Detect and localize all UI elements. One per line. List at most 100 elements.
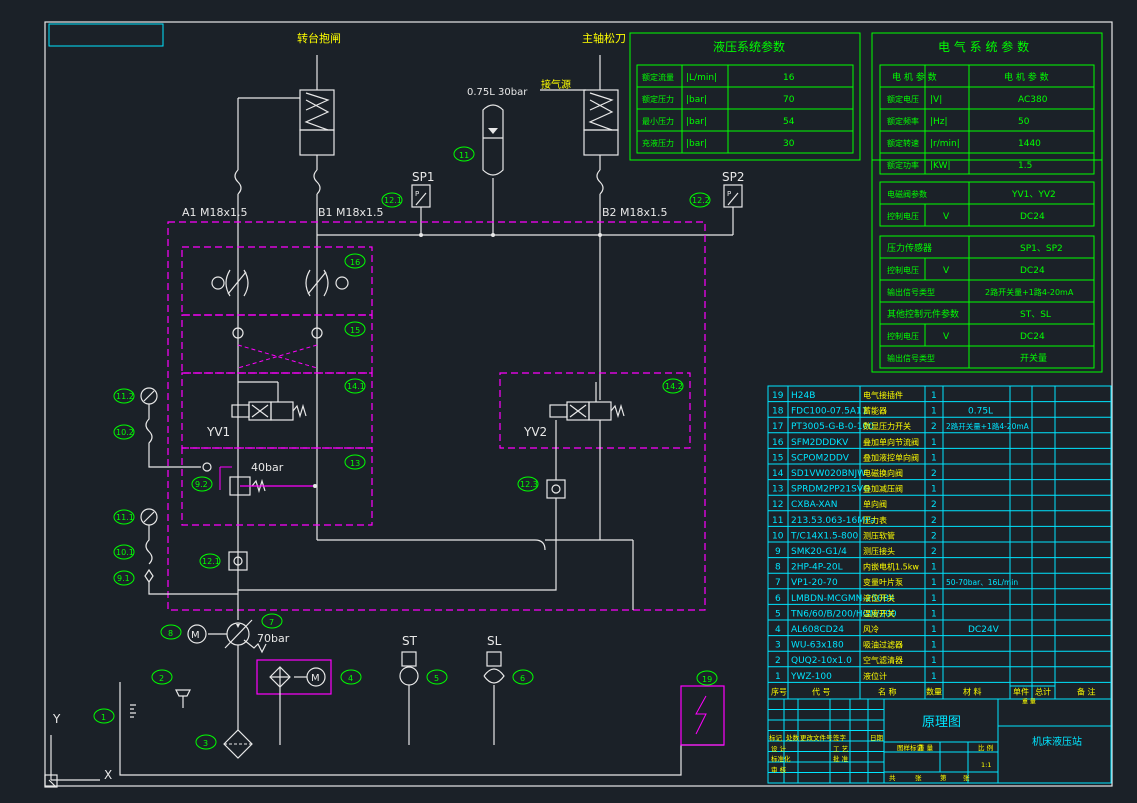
bom-qty: 1: [931, 641, 937, 651]
manifold-block-boundary: [167, 221, 706, 611]
svg-text:12.3: 12.3: [520, 480, 538, 489]
sensor-header-label: 压力传感器: [887, 242, 932, 254]
svg-text:10.1: 10.1: [116, 548, 134, 557]
throttle-check-valve-right: [305, 269, 349, 297]
bom-index: 14: [772, 469, 784, 479]
bom-code: CXBA-XAN: [791, 500, 837, 510]
spindle-unclamp-cartridge: [583, 89, 619, 156]
bom-name: 电磁换向阀: [863, 468, 903, 478]
bom-index: 11: [772, 516, 783, 526]
solenoid-header-value: YV1、YV2: [1011, 190, 1056, 200]
bom-code: QUQ2-10x1.0: [791, 656, 852, 666]
svg-text:2: 2: [159, 674, 164, 683]
electric-params-table: [871, 32, 1103, 373]
bom-qty: 2: [931, 500, 937, 510]
bom-header-cell: 总计: [1035, 686, 1051, 696]
bom-code: WU-63x180: [791, 641, 844, 651]
elec-row-unit: |Hz|: [930, 117, 948, 127]
other-voltage-label: 控制电压: [887, 331, 919, 341]
balloon-10-2: 10.2: [113, 424, 135, 440]
solenoid-header-label: 电磁阀参数: [887, 189, 927, 199]
bom-index: 7: [775, 578, 781, 588]
elec-row-value: AC380: [1018, 95, 1048, 105]
bom-index: 19: [772, 391, 784, 401]
balloon-9-1: 9.1: [113, 570, 135, 586]
check-valve-12-1: [228, 551, 248, 571]
elec-row-unit: |r/min|: [930, 139, 960, 149]
hyd-row-unit: |bar|: [686, 117, 707, 127]
bom-material: 2路开关量+1路4-20mA: [946, 421, 1030, 431]
pilot-check-right: [311, 327, 323, 339]
bom-code: YWZ-100: [790, 672, 832, 682]
other-voltage-unit: V: [943, 332, 950, 342]
bom-header-cell: 数量: [926, 686, 942, 696]
elec-row-unit: |KW|: [930, 161, 951, 171]
bom-index: 10: [772, 531, 784, 541]
bom-name: 风冷: [863, 624, 879, 634]
bom-code: SPRDM2PP21SVG: [791, 485, 870, 495]
balloon-6: 6: [512, 669, 534, 685]
pressure-gauge-11-2: [140, 387, 212, 472]
hyd-row-label: 最小压力: [642, 116, 674, 126]
sensor-header-value: SP1、SP2: [1020, 244, 1063, 254]
title-block-cell: 重 量: [918, 744, 934, 752]
hydraulic-params-table: [629, 32, 861, 161]
balloon-5: 5: [426, 669, 448, 685]
svg-text:P: P: [415, 190, 419, 198]
solenoid-voltage-label: 控制电压: [887, 211, 919, 221]
bom-name: 电气接插件: [863, 390, 903, 400]
bom-code: PT3005-G-B-0-100: [791, 422, 874, 432]
bom-qty: 1: [931, 578, 937, 588]
balloon-19: 19: [696, 670, 718, 686]
bom-qty: 2: [931, 516, 937, 526]
bom-qty: 1: [931, 672, 937, 682]
bom-qty: 1: [931, 563, 937, 573]
check-valve-12-3: [546, 479, 566, 499]
bom-code: TN6/60/B/200/HGN/200: [790, 609, 897, 619]
balloon-14-2: 14.2: [662, 378, 684, 394]
svg-text:11.1: 11.1: [116, 513, 134, 522]
bom-index: 4: [775, 625, 781, 635]
balloon-11-1: 11.1: [113, 509, 135, 525]
yv2-label: YV2: [523, 425, 547, 439]
svg-text:M: M: [191, 630, 200, 641]
elec-row-label: 额定功率: [887, 160, 919, 170]
bom-qty: 2: [931, 547, 937, 557]
title-block-cell: 第: [940, 773, 947, 782]
bom-index: 6: [775, 594, 781, 604]
solenoid-valve-yv1-symbol: [231, 401, 307, 421]
svg-text:3: 3: [203, 739, 208, 748]
port-b1-label: B1 M18x1.5: [318, 206, 384, 219]
title-block-cell: 标记: [769, 733, 783, 742]
bom-qty: 1: [931, 609, 937, 619]
accumulator-spec: 0.75L 30bar: [467, 87, 528, 98]
balloon-12-1-lower: 12.1: [199, 553, 221, 569]
variable-vane-pump-symbol: M: [187, 619, 267, 654]
svg-text:13: 13: [350, 459, 360, 468]
air-source-label: 接气源: [541, 78, 571, 91]
left-valve-title: 转台抱闸: [297, 31, 341, 45]
balloon-11: 11: [453, 146, 475, 162]
other-header-value: ST、SL: [1020, 310, 1051, 320]
bom-code: LMBDN-MCGMN-250BII: [791, 594, 894, 604]
bom-header-cell: 单件: [1013, 686, 1029, 696]
bom-name: 变量叶片泵: [863, 577, 903, 587]
bom-material: 50-70bar、16L/min: [946, 578, 1018, 587]
bom-code: SMK20-G1/4: [791, 547, 847, 557]
bom-qty: 1: [931, 594, 937, 604]
bom-index: 9: [775, 547, 781, 557]
bom-code: H24B: [791, 391, 815, 401]
svg-text:9.1: 9.1: [117, 574, 130, 583]
svg-text:1: 1: [101, 713, 106, 722]
bom-qty: 1: [931, 438, 937, 448]
bom-code: T/C14X1.5-800: [790, 531, 858, 541]
bom-qty: 1: [931, 407, 937, 417]
hose-b1-symbol: [313, 169, 321, 195]
hose-a1-symbol: [234, 169, 242, 195]
